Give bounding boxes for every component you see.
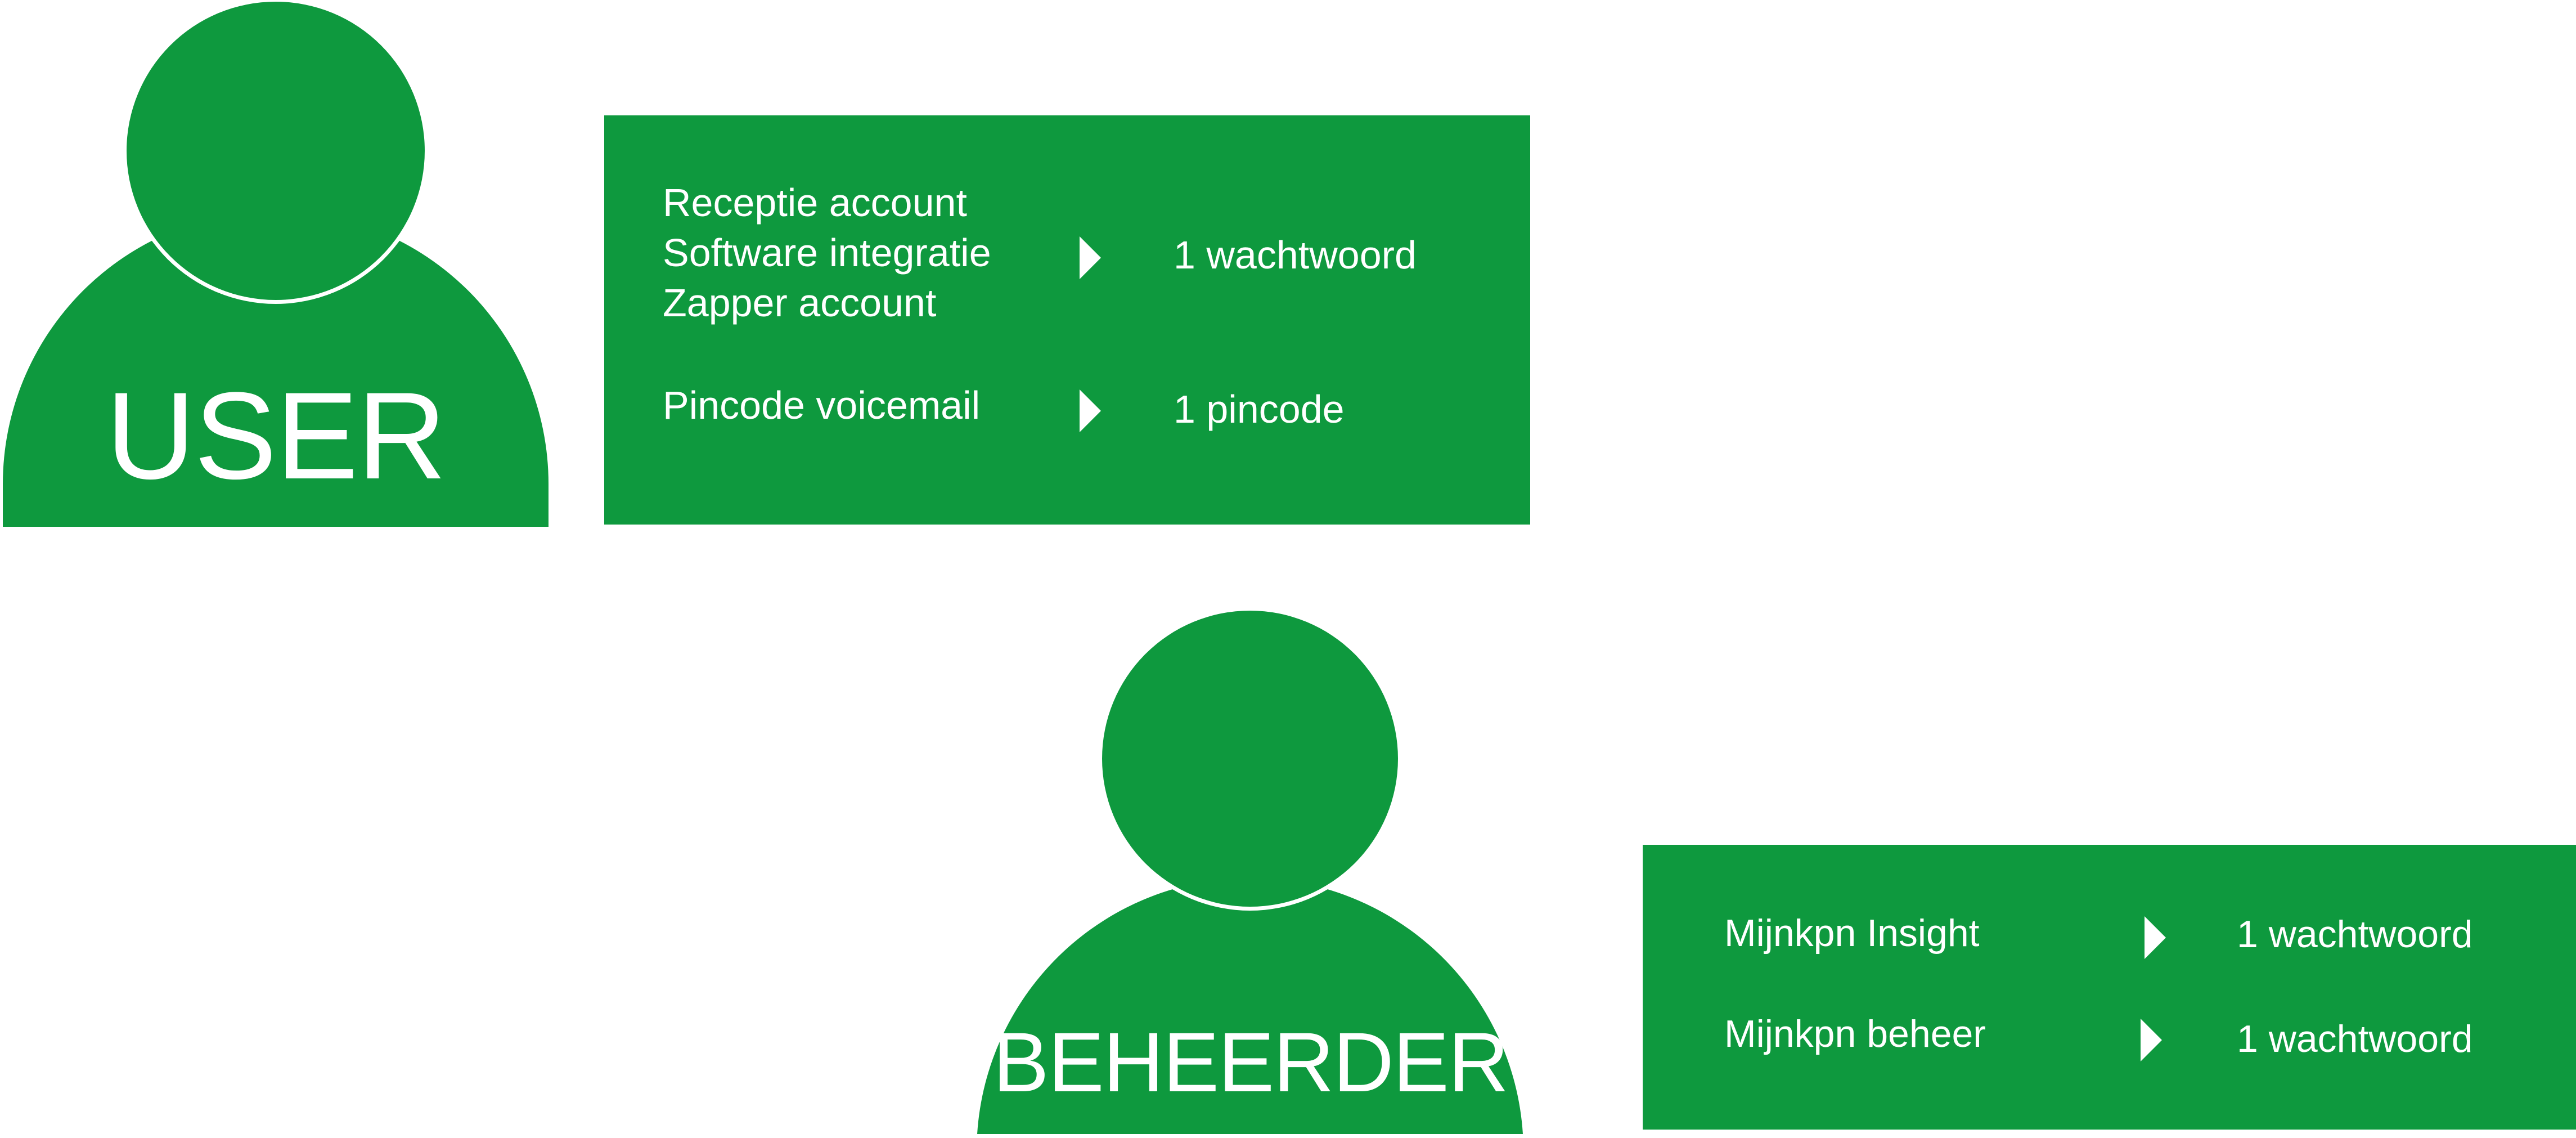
person-body xyxy=(3,211,549,527)
beheerder-result-wachtwoord-2: 1 wachtwoord xyxy=(2237,1018,2473,1060)
person-icon xyxy=(3,0,549,527)
beheerder-result-wachtwoord-1: 1 wachtwoord xyxy=(2237,913,2473,956)
user-person-figure: USER xyxy=(0,0,551,529)
user-item-pincode-voicemail: Pincode voicemail xyxy=(663,383,981,427)
person-body xyxy=(977,878,1523,1134)
person-head xyxy=(1102,611,1398,907)
person-head xyxy=(127,2,425,300)
person-icon xyxy=(977,607,1523,1134)
beheerder-item-mijnkpn-beheer: Mijnkpn beheer xyxy=(1724,1012,1986,1055)
beheerder-credentials-panel: Mijnkpn Insight 1 wachtwoord Mijnkpn beh… xyxy=(1643,845,2576,1130)
beheerder-role-label: BEHEERDER xyxy=(992,1015,1509,1109)
arrow-right-icon xyxy=(1080,389,1101,432)
arrow-right-icon xyxy=(2145,916,2166,959)
user-result-wachtwoord: 1 wachtwoord xyxy=(1174,233,1417,277)
user-credentials-panel: Receptie account Software integratie Zap… xyxy=(604,115,1530,525)
user-result-pincode: 1 pincode xyxy=(1174,387,1345,431)
user-item-zapper-account: Zapper account xyxy=(663,281,937,325)
arrow-right-icon xyxy=(1080,236,1101,279)
user-item-software-integratie: Software integratie xyxy=(663,231,991,275)
user-item-receptie-account: Receptie account xyxy=(663,181,967,225)
arrow-right-icon xyxy=(2141,1019,2162,1061)
user-role-label: USER xyxy=(106,366,446,505)
beheerder-person-figure: BEHEERDER xyxy=(973,607,1527,1138)
beheerder-item-mijnkpn-insight: Mijnkpn Insight xyxy=(1724,912,1980,955)
